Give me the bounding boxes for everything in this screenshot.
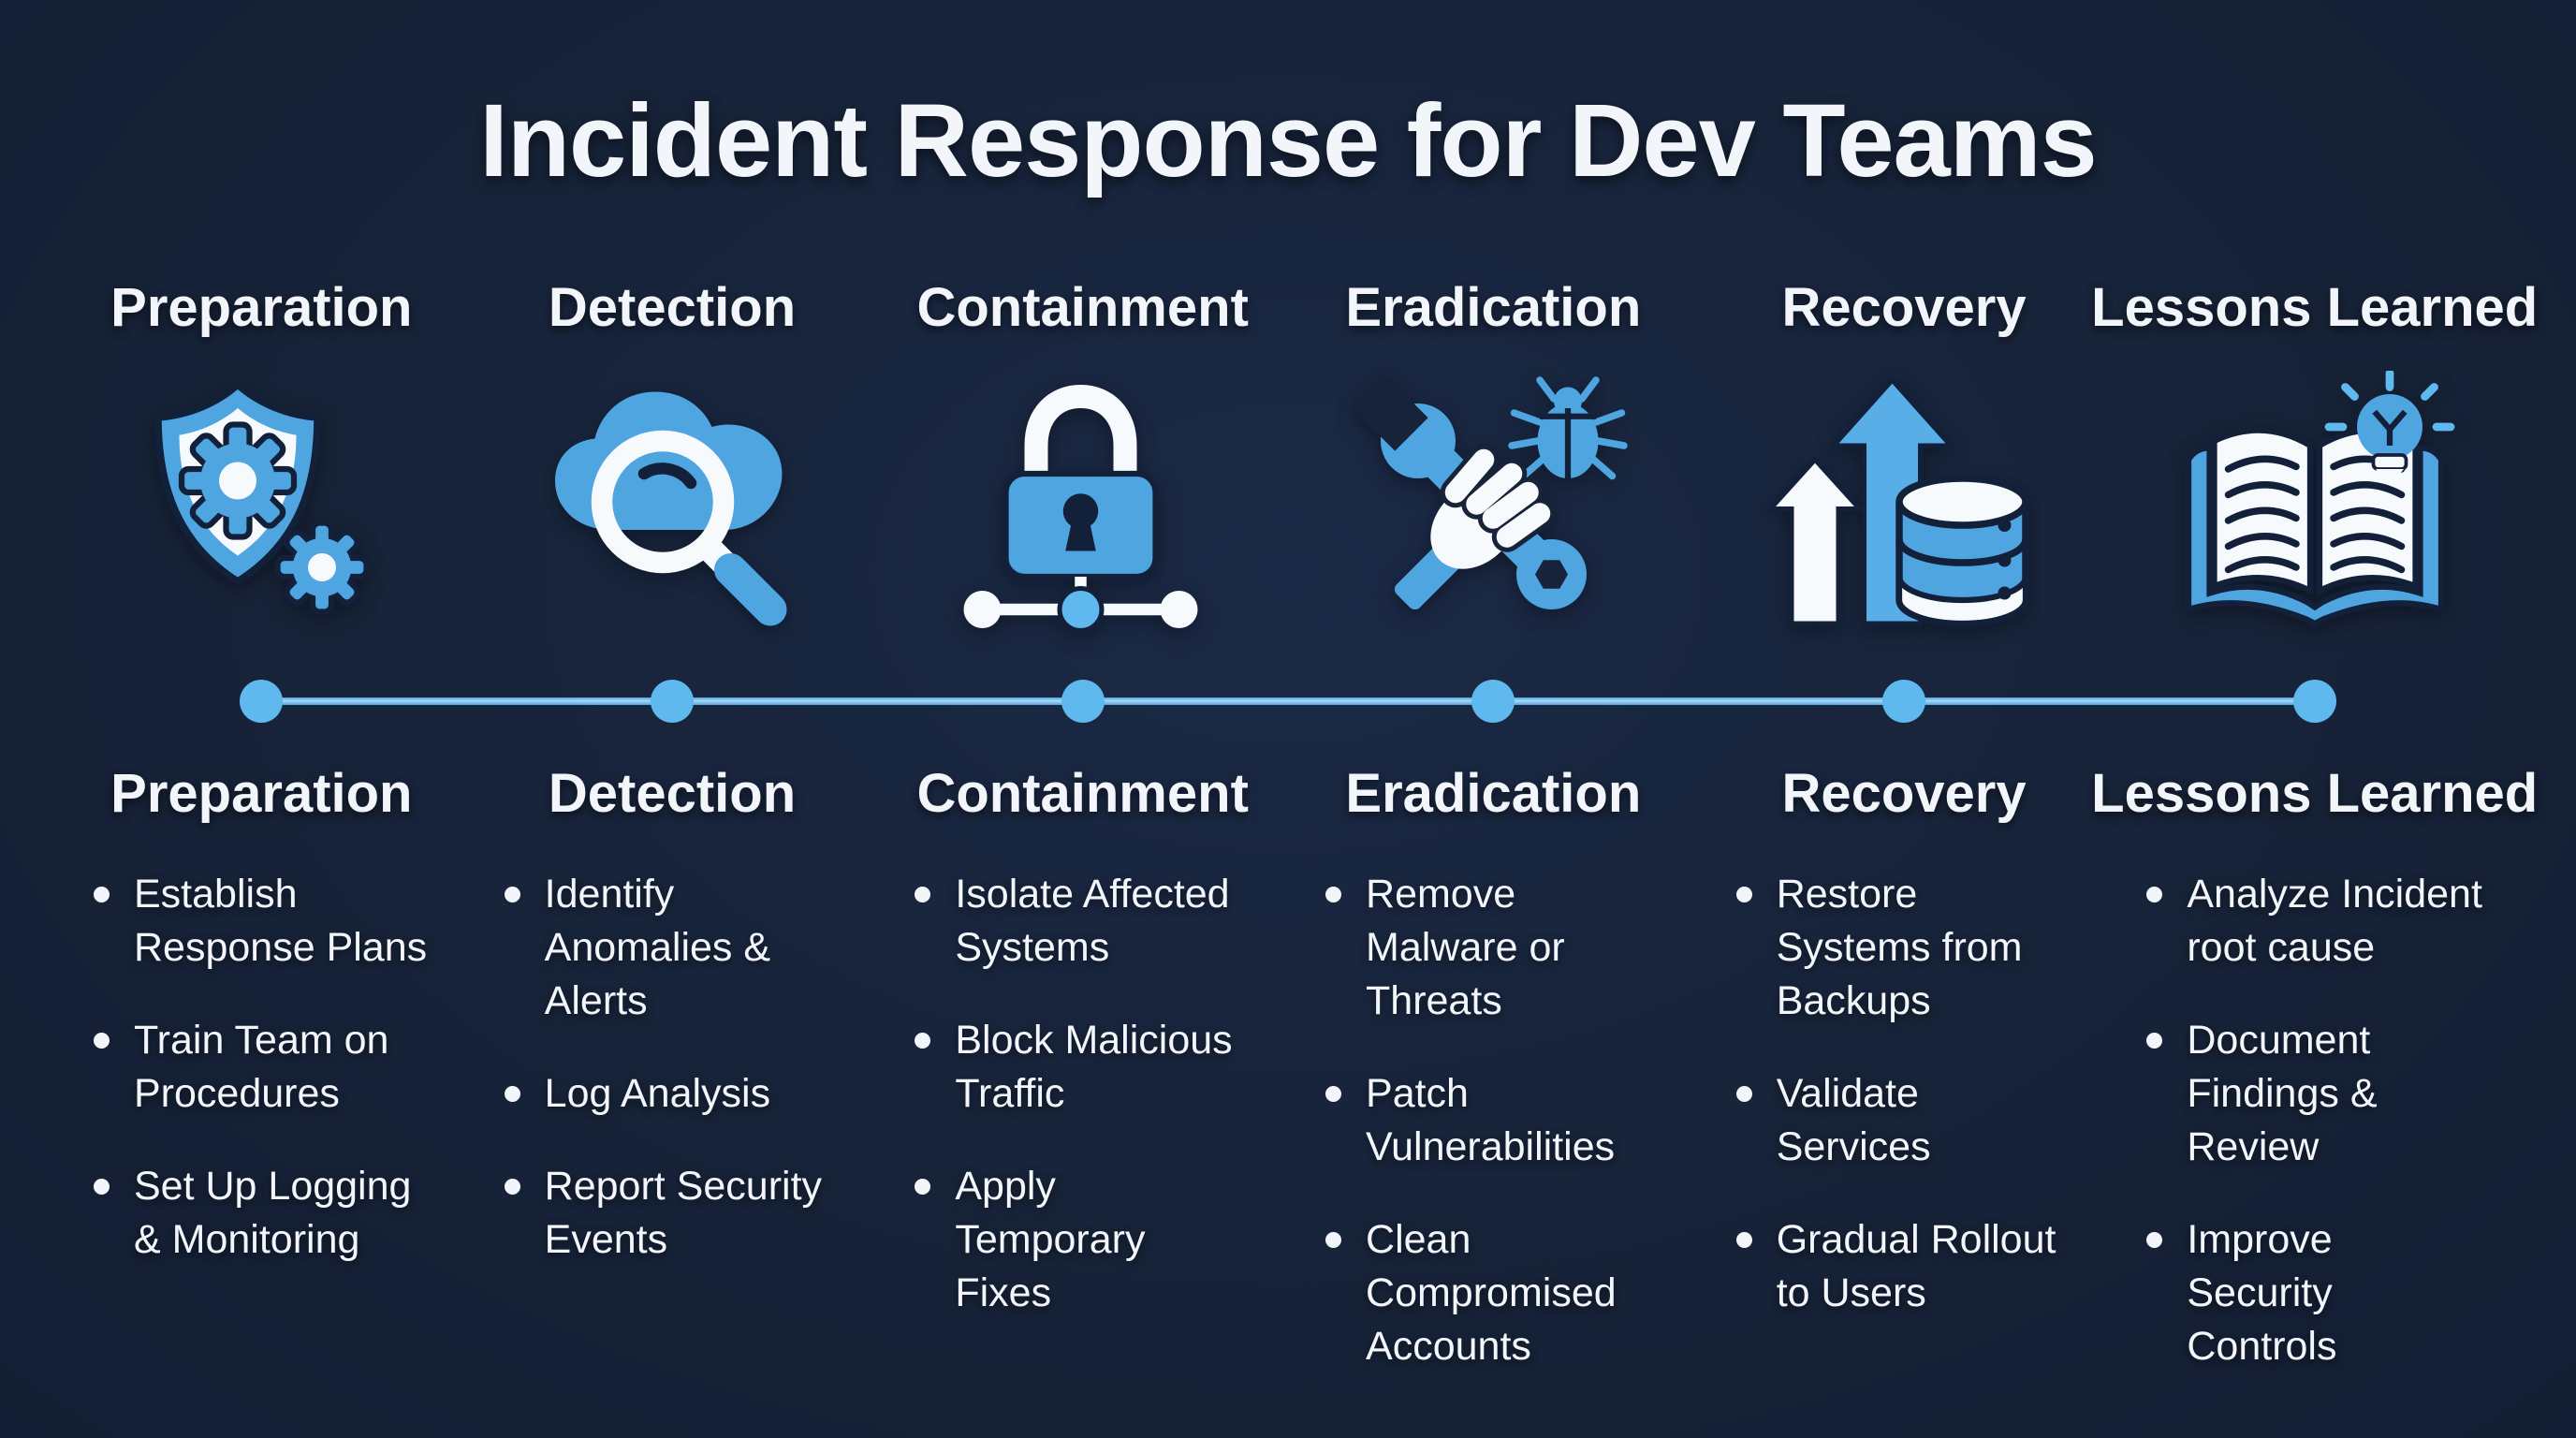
bullet-item: Isolate Affected Systems	[915, 868, 1230, 975]
timeline-dot	[1471, 679, 1515, 723]
timeline-dot	[1882, 679, 1926, 723]
bullet-dot	[1735, 1231, 1752, 1248]
timeline-line	[261, 697, 2315, 705]
wrench-bug-icon	[1353, 374, 1629, 609]
bullet-dot	[504, 886, 520, 902]
bullet-dot	[1735, 886, 1752, 902]
bullet-dot	[915, 886, 931, 902]
bug-legs	[1508, 375, 1629, 479]
bullet-item: Establish Response Plans	[94, 868, 427, 975]
bullet-item: Block Malicious Traffic	[915, 1014, 1233, 1121]
bullet-dot	[1325, 1231, 1342, 1248]
top-label-recovery: Recovery	[1781, 276, 2027, 338]
bullet-dot	[2146, 1032, 2163, 1049]
shield-gears-icon	[154, 379, 370, 615]
top-label-eradication: Eradication	[1345, 276, 1642, 338]
lock-network-icon	[963, 384, 1198, 633]
top-label-lessons-learned: Lessons Learned	[2091, 276, 2539, 338]
bullet-item: Document Findings & Review	[2146, 1014, 2378, 1174]
page-title: Incident Response for Dev Teams	[479, 83, 2097, 198]
bullet-item: Set Up Logging & Monitoring	[94, 1160, 411, 1267]
bottom-label-detection: Detection	[548, 762, 797, 824]
bullet-dot	[1325, 886, 1342, 902]
bullet-dot	[504, 1178, 520, 1195]
bullet-item: Remove Malware or Threats	[1325, 868, 1565, 1028]
top-label-preparation: Preparation	[110, 276, 413, 338]
bullet-item: Gradual Rollout to Users	[1735, 1213, 2056, 1320]
bullet-item: Analyze Incident root cause	[2146, 868, 2482, 975]
bullet-list-detection: Identify Anomalies & Alerts Log Analysis…	[467, 868, 878, 1306]
bullet-item: Train Team on Procedures	[94, 1014, 388, 1121]
bullet-item: Validate Services	[1735, 1067, 1931, 1174]
cloud-search-icon	[555, 391, 787, 625]
bullet-dot	[94, 1178, 110, 1195]
bullet-dot	[504, 1085, 520, 1102]
book-lightbulb-icon	[2185, 370, 2455, 626]
bullet-dot	[2146, 886, 2163, 902]
bullet-item: Restore Systems from Backups	[1735, 868, 2023, 1028]
bullet-item: Report Security Events	[504, 1160, 822, 1267]
bullet-dot	[915, 1032, 931, 1049]
bullet-item: Identify Anomalies & Alerts	[504, 868, 770, 1028]
timeline-dot	[651, 679, 694, 723]
bullet-dot	[94, 1032, 110, 1049]
bullet-dot	[94, 886, 110, 902]
bullet-item: Improve Security Controls	[2146, 1213, 2336, 1373]
bullet-list-recovery: Restore Systems from Backups Validate Se…	[1699, 868, 2110, 1359]
bulb-rays	[2324, 370, 2455, 431]
bullet-list-preparation: Establish Response Plans Train Team on P…	[56, 868, 467, 1306]
phase-bullet-lists-row: Establish Response Plans Train Team on P…	[0, 868, 2576, 1413]
bullet-list-lessons-learned: Analyze Incident root cause Document Fin…	[2109, 868, 2520, 1413]
bullet-dot	[1735, 1085, 1752, 1102]
bullet-item: Log Analysis	[504, 1067, 770, 1121]
bullet-item: Clean Compromised Accounts	[1325, 1213, 1617, 1373]
bottom-label-lessons-learned: Lessons Learned	[2091, 762, 2539, 824]
bullet-item: Patch Vulnerabilities	[1325, 1067, 1615, 1174]
bullet-list-containment: Isolate Affected Systems Block Malicious…	[877, 868, 1288, 1359]
arrows-database-icon	[1764, 375, 2029, 627]
bullet-item: Apply Temporary Fixes	[915, 1160, 1145, 1320]
timeline-dot	[1061, 679, 1105, 723]
bottom-label-containment: Containment	[916, 762, 1249, 824]
bottom-label-preparation: Preparation	[110, 762, 413, 824]
phase-labels-bottom-row: Preparation Detection Containment Eradic…	[0, 762, 2576, 825]
timeline-dot	[2292, 679, 2336, 723]
timeline	[0, 679, 2576, 723]
bullet-dot	[1325, 1085, 1342, 1102]
bottom-label-eradication: Eradication	[1345, 762, 1642, 824]
phase-labels-top-row: Preparation Detection Containment Eradic…	[0, 276, 2576, 339]
top-label-detection: Detection	[548, 276, 797, 338]
timeline-dot	[240, 679, 284, 723]
bullet-dot	[2146, 1231, 2163, 1248]
page-lines	[2224, 455, 2405, 573]
bottom-label-recovery: Recovery	[1781, 762, 2027, 824]
bullet-list-eradication: Remove Malware or Threats Patch Vulnerab…	[1288, 868, 1699, 1413]
top-label-containment: Containment	[916, 276, 1249, 338]
phase-icons-row	[0, 370, 2576, 652]
bullet-dot	[915, 1178, 931, 1195]
